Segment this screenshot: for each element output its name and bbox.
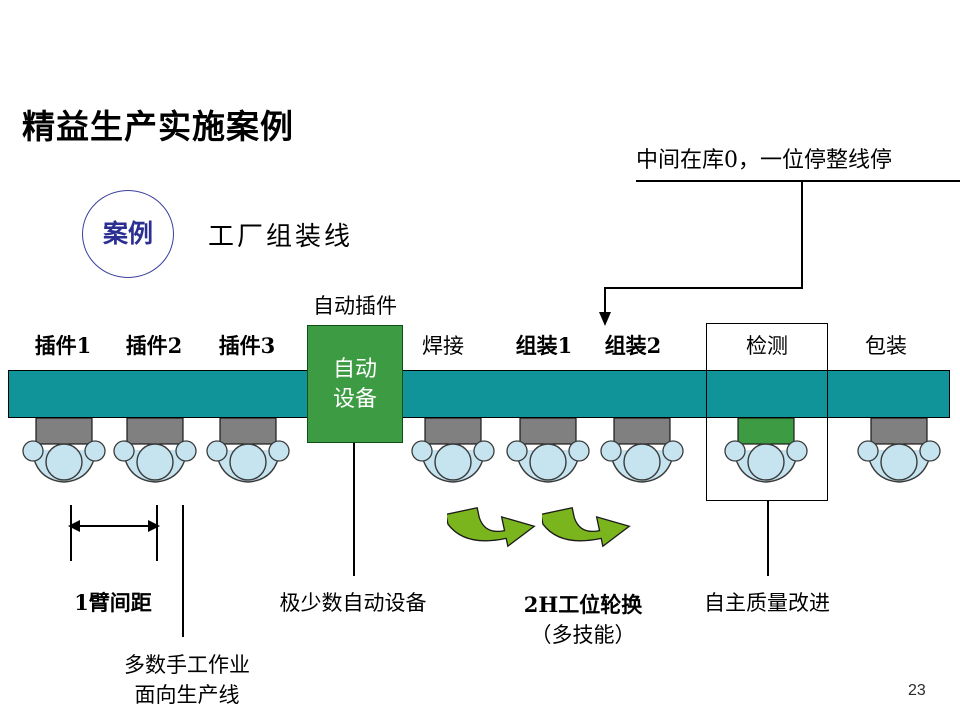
dimension-extension-left <box>70 505 72 561</box>
annotation-quality-improve-line1: 自主质量改进 <box>704 591 830 615</box>
callout-leader-horizontal <box>604 287 803 289</box>
annotation-manual-work-line2: 面向生产线 <box>134 683 240 707</box>
annotation-arm-pitch: 1臂间距 <box>48 588 178 618</box>
annotation-quality-improve: 自主质量改进 <box>682 588 852 618</box>
worker-figure-1 <box>107 418 203 490</box>
worker-figure-5 <box>594 418 690 490</box>
station-label-6: 检测 <box>746 334 788 358</box>
station-label-1: 插件2 <box>125 333 183 358</box>
line-name-label: 工厂组装线 <box>208 222 354 252</box>
callout-arrowhead-icon <box>599 312 611 326</box>
station-label-3: 焊接 <box>422 334 464 358</box>
annotation-manual-work: 多数手工作业 面向生产线 <box>92 650 282 710</box>
dimension-double-arrow-icon <box>68 520 160 532</box>
few-auto-devices-leader-line <box>353 443 355 576</box>
annotation-job-rotation-line1: 2H工位轮换 <box>523 592 643 617</box>
worker-figure-7 <box>851 418 947 490</box>
auto-equipment-label-line1: 自动 <box>332 357 377 382</box>
auto-equipment-label-line2: 设备 <box>332 387 377 412</box>
case-badge-circle <box>82 190 174 278</box>
station-label-2: 插件3 <box>218 333 276 358</box>
rotation-arrow-icon-2 <box>542 506 631 548</box>
auto-equipment-label: 自动 设备 <box>307 355 403 415</box>
annotation-arm-pitch-line1: 1臂间距 <box>74 590 152 615</box>
rotation-arrow-icon-1 <box>447 506 536 548</box>
annotation-job-rotation-line2: （多技能） <box>530 623 636 647</box>
annotation-manual-work-line1: 多数手工作业 <box>124 653 250 677</box>
callout-text: 中间在库0，一位停整线停 <box>636 148 892 173</box>
callout-underline <box>636 180 960 182</box>
annotation-job-rotation: 2H工位轮换 （多技能） <box>483 590 683 650</box>
worker-figure-2 <box>200 418 296 490</box>
callout-leader-vertical-1 <box>801 180 803 288</box>
station-label-7: 包装 <box>865 334 907 358</box>
station-label-4: 组装1 <box>515 333 573 358</box>
dimension-extension-right <box>156 505 158 561</box>
annotation-few-auto-devices-line1: 极少数自动设备 <box>279 591 427 615</box>
quality-improve-leader-line <box>767 501 769 576</box>
callout-leader-vertical-2 <box>604 287 606 315</box>
page-number: 23 <box>908 682 926 699</box>
case-badge-label: 案例 <box>102 219 153 248</box>
auto-equipment-box <box>307 325 403 443</box>
annotation-few-auto-devices: 极少数自动设备 <box>253 588 453 618</box>
worker-figure-4 <box>500 418 596 490</box>
station-label-5: 组装2 <box>604 333 662 358</box>
station-label-0: 插件1 <box>34 333 92 358</box>
worker-figure-0 <box>16 418 112 490</box>
worker-figure-6-inspection <box>718 418 814 490</box>
worker-figure-3 <box>405 418 501 490</box>
inspection-station-box <box>706 323 828 501</box>
manual-work-leader-line <box>182 505 184 637</box>
page-title: 精益生产实施案例 <box>22 107 294 146</box>
auto-insert-label: 自动插件 <box>313 294 397 318</box>
